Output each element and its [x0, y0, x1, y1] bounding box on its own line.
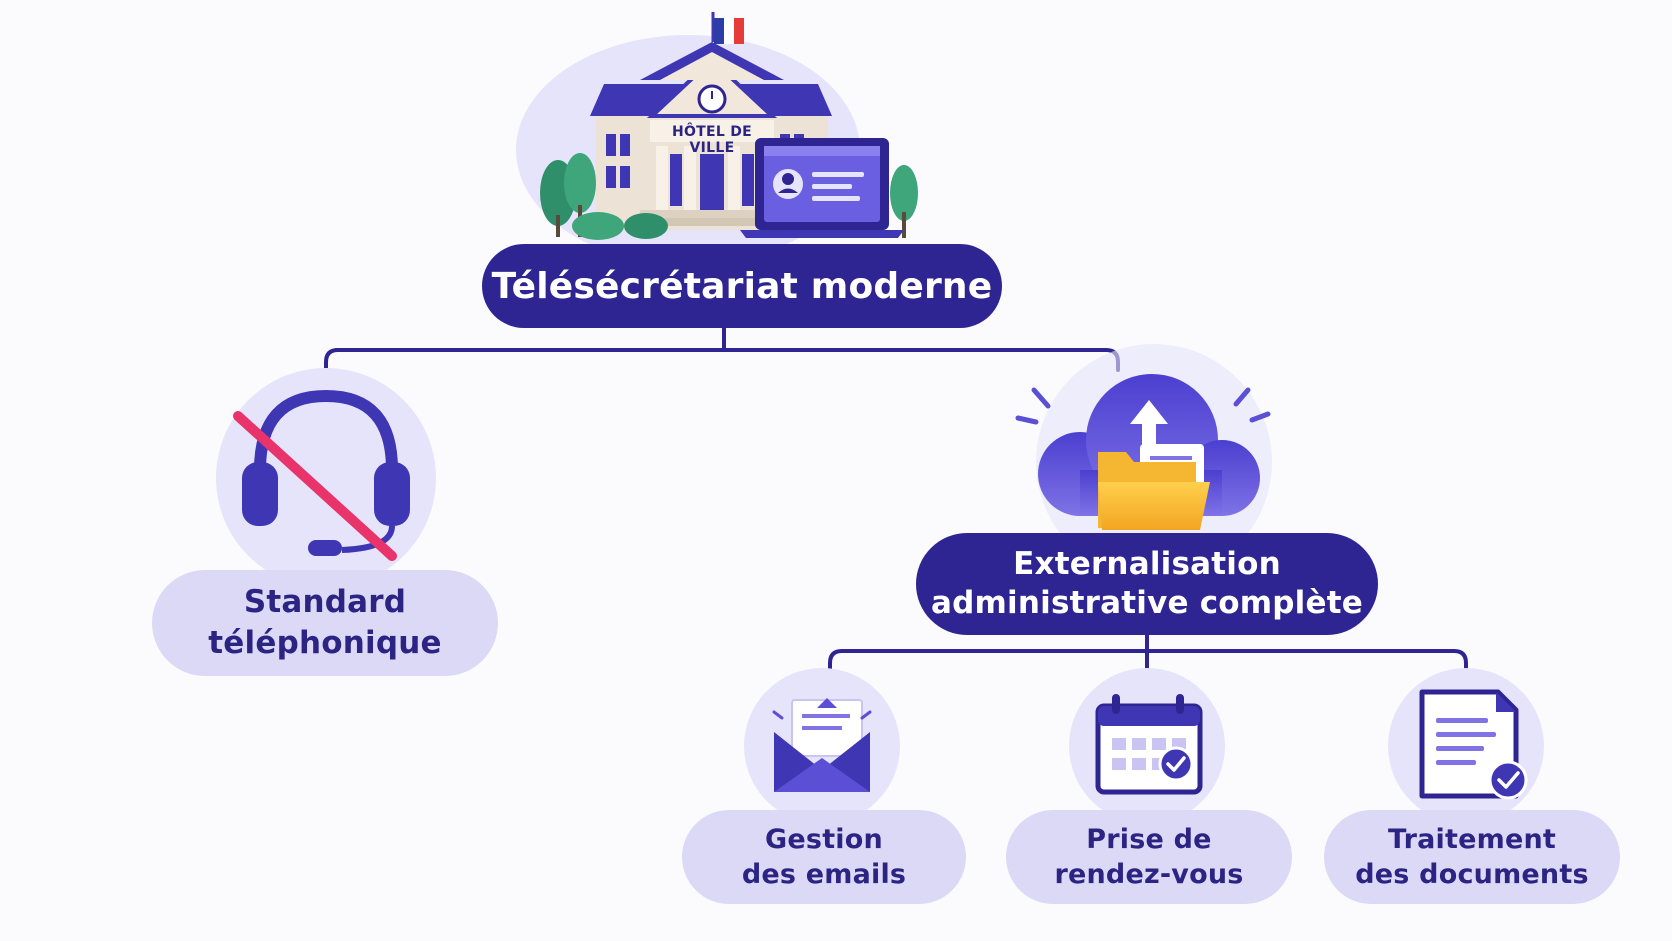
connector-to-left [324, 348, 340, 372]
connector-lines [324, 326, 1468, 674]
leaf-appointments-line2: rendez-vous [1054, 859, 1244, 890]
leaf-emails-line2: des emails [741, 859, 907, 890]
email-icon [774, 698, 870, 792]
right-node-line1: Externalisation [1013, 546, 1281, 582]
leaf-appointments-line1: Prise de [1086, 824, 1212, 855]
left-node-label: Standard téléphonique [152, 570, 498, 676]
document-illustration [1388, 668, 1544, 824]
leaf-emails-line1: Gestion [765, 824, 883, 855]
tree-icon [540, 153, 918, 238]
cloud-illustration [1015, 344, 1272, 580]
town-hall-sign: HÔTEL DE VILLE [671, 124, 753, 156]
root-node-text: Télésécrétariat moderne [491, 265, 993, 307]
root-node-label: Télésécrétariat moderne [482, 244, 1002, 328]
leaf-node-emails: Gestion des emails [682, 810, 966, 904]
right-node-label: Externalisation administrative complète [916, 533, 1378, 635]
headset-icon [242, 389, 410, 556]
calendar-check-icon [1095, 694, 1203, 795]
cloud-upload-folder-icon [1038, 374, 1260, 530]
connector-to-leaf-3 [1452, 649, 1468, 674]
leaf-node-appointments: Prise de rendez-vous [1006, 810, 1292, 904]
headset-illustration [216, 368, 436, 588]
laptop-icon [740, 138, 904, 238]
leaf-node-documents: Traitement des documents [1324, 810, 1620, 904]
document-check-icon [1419, 689, 1528, 800]
left-node-line1: Standard [243, 584, 407, 620]
connector-to-leaf-1 [828, 649, 844, 674]
calendar-illustration [1069, 668, 1225, 824]
leaf-documents-line2: des documents [1355, 859, 1589, 890]
leaf-documents-line1: Traitement [1387, 824, 1557, 855]
email-illustration [744, 668, 900, 824]
right-node-line2: administrative complète [931, 585, 1363, 621]
french-flag-icon [711, 12, 744, 44]
cross-out-line [233, 411, 397, 561]
town-hall-illustration [516, 12, 918, 265]
left-node-line2: téléphonique [208, 625, 442, 661]
